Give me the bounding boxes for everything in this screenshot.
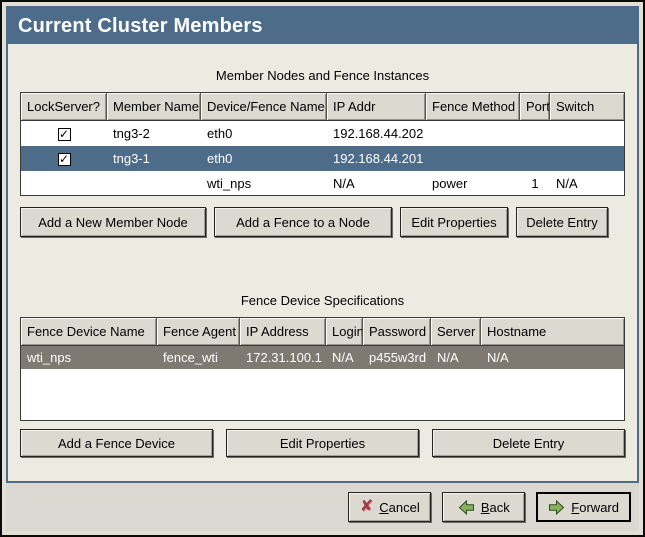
edit-properties-button[interactable]: Edit Properties	[400, 207, 508, 237]
col-header-device-fence-name[interactable]: Device/Fence Name	[201, 93, 327, 120]
dialog-action-bar: ✘ Cancel Back Forward	[6, 483, 639, 531]
members-table-header: LockServer? Member Name Device/Fence Nam…	[21, 93, 624, 121]
col-header-server[interactable]: Server	[431, 318, 481, 345]
cell-device-fence-name: wti_nps	[207, 176, 252, 191]
delete-entry-button[interactable]: Delete Entry	[516, 207, 608, 237]
add-member-node-button[interactable]: Add a New Member Node	[20, 207, 206, 237]
members-table-caption: Member Nodes and Fence Instances	[215, 68, 430, 83]
col-header-login[interactable]: Login	[326, 318, 363, 345]
table-row[interactable]: ✓ tng3-2 eth0 192.168.44.202	[21, 121, 624, 146]
cell-ip-addr: N/A	[333, 176, 355, 191]
cell-server: N/A	[437, 350, 459, 365]
lockserver-checkbox[interactable]: ✓	[57, 152, 71, 166]
add-fence-to-node-button[interactable]: Add a Fence to a Node	[214, 207, 392, 237]
back-button[interactable]: Back	[442, 492, 526, 522]
forward-button[interactable]: Forward	[536, 492, 631, 522]
col-header-member-name[interactable]: Member Name	[107, 93, 201, 120]
forward-button-label: Forward	[571, 499, 619, 515]
cell-password: p455w3rd	[369, 350, 427, 365]
main-panel: Current Cluster Members Member Nodes and…	[6, 6, 639, 483]
cell-switch: N/A	[556, 176, 578, 191]
cell-fence-method: power	[432, 176, 468, 191]
cell-ip-addr: 192.168.44.201	[333, 151, 424, 166]
dialog-title: Current Cluster Members	[8, 8, 637, 44]
delete-entry-button[interactable]: Delete Entry	[432, 429, 625, 457]
edit-properties-button[interactable]: Edit Properties	[226, 429, 419, 457]
col-header-fence-device-name[interactable]: Fence Device Name	[21, 318, 157, 345]
panel-content: Member Nodes and Fence Instances LockSer…	[8, 44, 637, 481]
cancel-button-label: Cancel	[379, 499, 420, 515]
table-row[interactable]: wti_nps N/A power 1 N/A	[21, 171, 624, 195]
cancel-button[interactable]: ✘ Cancel	[348, 492, 432, 522]
col-header-fence-method[interactable]: Fence Method	[426, 93, 520, 120]
cell-ip-addr: 192.168.44.202	[333, 126, 424, 141]
col-header-fence-agent[interactable]: Fence Agent	[157, 318, 240, 345]
cancel-x-icon: ✘	[359, 498, 374, 515]
back-arrow-icon	[458, 499, 475, 515]
col-header-ip-address[interactable]: IP Address	[240, 318, 326, 345]
cell-hostname: N/A	[487, 350, 509, 365]
devices-table-caption: Fence Device Specifications	[240, 293, 405, 308]
forward-arrow-icon	[548, 499, 565, 515]
cell-device-fence-name: eth0	[207, 151, 233, 166]
cell-fence-device-name: wti_nps	[27, 350, 72, 365]
col-header-port[interactable]: Port	[520, 93, 550, 120]
add-fence-device-button[interactable]: Add a Fence Device	[20, 429, 213, 457]
devices-button-row: Add a Fence Device Edit Properties Delet…	[20, 429, 625, 457]
col-header-lockserver[interactable]: LockServer?	[21, 93, 107, 120]
cell-port: 1	[531, 176, 539, 191]
col-header-switch[interactable]: Switch	[550, 93, 624, 120]
cell-member-name: tng3-2	[113, 126, 150, 141]
devices-table: Fence Device Name Fence Agent IP Address…	[20, 317, 625, 421]
back-button-label: Back	[480, 499, 510, 515]
table-row-selected[interactable]: ✓ tng3-1 eth0 192.168.44.201	[21, 146, 624, 171]
table-row-selected[interactable]: wti_nps fence_wti 172.31.100.1 N/A p455w…	[21, 346, 624, 369]
cell-ip-address: 172.31.100.1	[246, 350, 322, 365]
col-header-ip-addr[interactable]: IP Addr	[327, 93, 426, 120]
members-table: LockServer? Member Name Device/Fence Nam…	[20, 92, 625, 196]
col-header-password[interactable]: Password	[363, 318, 431, 345]
cell-login: N/A	[332, 350, 354, 365]
members-button-row: Add a New Member Node Add a Fence to a N…	[20, 207, 625, 237]
devices-table-header: Fence Device Name Fence Agent IP Address…	[21, 318, 624, 346]
lockserver-checkbox[interactable]: ✓	[57, 127, 71, 141]
cell-fence-agent: fence_wti	[163, 350, 218, 365]
col-header-hostname[interactable]: Hostname	[481, 318, 624, 345]
cell-member-name: tng3-1	[113, 151, 150, 166]
cell-device-fence-name: eth0	[207, 126, 233, 141]
